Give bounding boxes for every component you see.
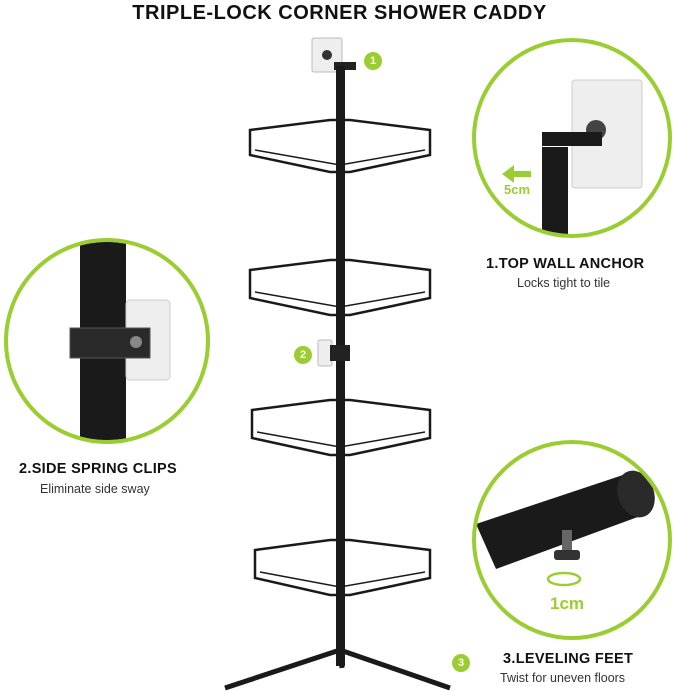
badge-1: 1 <box>364 52 382 70</box>
page-title: TRIPLE-LOCK CORNER SHOWER CADDY <box>132 2 547 24</box>
feature-subtitle-1: Locks tight to tile <box>517 276 611 290</box>
feature-subtitle-2: Eliminate side sway <box>40 482 150 496</box>
feature-subtitle-3: Twist for uneven floors <box>500 671 626 685</box>
leveling-foot-detail-icon <box>476 470 655 587</box>
feature-title-2: 2.SIDE SPRING CLIPS <box>19 461 177 477</box>
badge-3: 3 <box>452 654 470 672</box>
feature-title-3: 3.LEVELING FEET <box>503 651 634 667</box>
anchor-measure: 5cm <box>504 182 531 197</box>
badge-2: 2 <box>294 346 312 364</box>
spring-clip-detail-icon <box>69 242 171 440</box>
wall-anchor-detail-circle: 5cm <box>472 38 672 238</box>
leveling-foot-detail-circle: 1cm <box>472 440 672 640</box>
feature-title-1: 1.TOP WALL ANCHOR <box>486 256 645 272</box>
foot-measure: 1cm <box>550 594 585 613</box>
wall-anchor-detail-icon <box>502 79 643 234</box>
spring-clip-detail-circle <box>4 238 210 444</box>
shower-caddy-illustration <box>224 37 451 691</box>
shelf <box>248 118 432 174</box>
